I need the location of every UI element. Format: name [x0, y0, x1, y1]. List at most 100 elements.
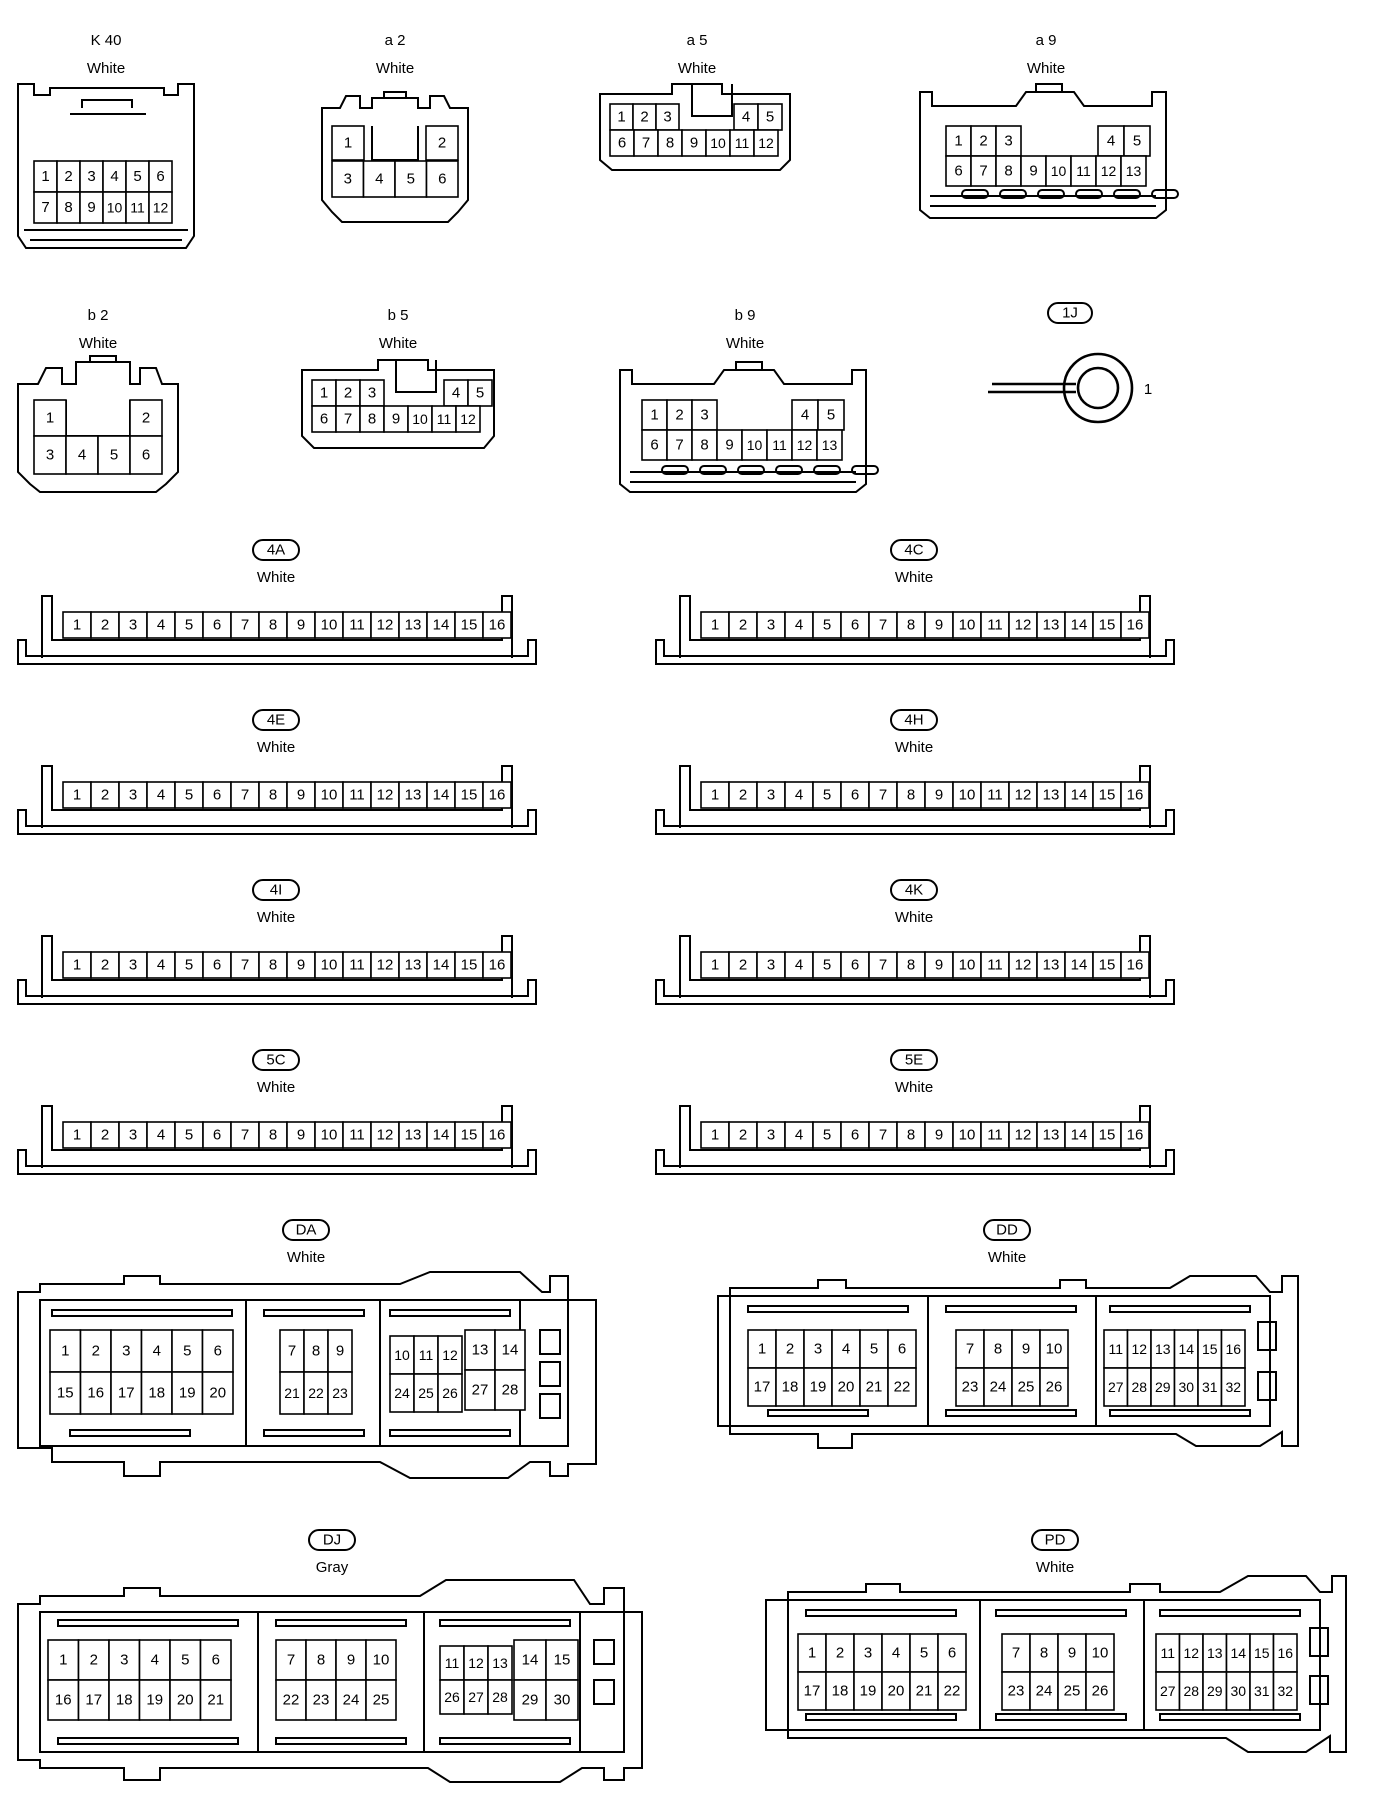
connector-latch [70, 99, 146, 115]
pin-number: 12 [377, 957, 394, 974]
connector-badge [252, 1049, 300, 1071]
pin-number: 2 [979, 133, 987, 150]
pin-cell [784, 951, 814, 979]
pin-cell [513, 1639, 547, 1681]
pin-number: 2 [101, 957, 109, 974]
pin-cell [791, 429, 818, 461]
pin-number: 3 [120, 1652, 128, 1669]
pin-number: 13 [1043, 617, 1060, 634]
pin-number: 8 [269, 957, 277, 974]
pin-number: 15 [1099, 617, 1116, 634]
pin-number: 2 [739, 787, 747, 804]
pin-number: 5 [827, 407, 835, 424]
pin-number: 11 [987, 617, 1003, 634]
pin-cell [303, 1371, 329, 1415]
pin-number: 6 [954, 163, 962, 180]
pin-cell [513, 1679, 547, 1721]
connector-code: DJ [323, 1532, 341, 1549]
pin-number: 27 [472, 1382, 489, 1399]
pin-number: 11 [987, 787, 1003, 804]
latch-slot [775, 465, 803, 475]
pin-number: 3 [129, 957, 137, 974]
pin-number: 4 [151, 1652, 159, 1669]
pin-number: 1 [73, 1127, 81, 1144]
pin-number: 19 [810, 1379, 827, 1396]
pin-number: 11 [130, 200, 145, 216]
pin-number: 6 [618, 135, 626, 152]
pin-number: 4 [157, 617, 165, 634]
pin-number: 5 [823, 957, 831, 974]
pin-cell [426, 1121, 456, 1149]
pin-cell [138, 1679, 171, 1721]
pin-cell [1057, 1633, 1087, 1673]
pin-number: 7 [344, 411, 352, 428]
pin-cell [952, 1121, 982, 1149]
pin-number: 8 [907, 1127, 915, 1144]
pin-cell [868, 611, 898, 639]
pin-number: 9 [725, 437, 733, 454]
pin-cell [1064, 611, 1094, 639]
pin-number: 6 [898, 1341, 906, 1358]
connector-badge [1047, 302, 1093, 324]
pin-number: 9 [1022, 1341, 1030, 1358]
connector-color: White [257, 1079, 295, 1096]
connector-code: 4I [270, 882, 283, 899]
pin-number: 27 [1108, 1379, 1124, 1395]
pin-number: 7 [675, 437, 683, 454]
connector-badge [890, 1049, 938, 1071]
pin-number: 1 [808, 1645, 816, 1662]
pin-cell [791, 399, 819, 431]
pin-cell [1008, 611, 1038, 639]
pin-grid: 1 [33, 399, 67, 437]
pin-number: 19 [179, 1385, 196, 1402]
pin-number: 8 [269, 787, 277, 804]
connector-housing [919, 91, 1167, 219]
pin-cell [454, 951, 484, 979]
pin-number: 4 [795, 1127, 803, 1144]
latch-slots [961, 189, 1179, 199]
pin-cell [335, 1679, 367, 1721]
pin-cell [464, 1369, 496, 1411]
connector-badge [890, 539, 938, 561]
pin-cell [840, 951, 870, 979]
pin-number: 21 [284, 1385, 300, 1401]
pin-number: 9 [297, 617, 305, 634]
pin-number: 19 [146, 1692, 163, 1709]
pin-cell [47, 1639, 80, 1681]
pin-number: 14 [1071, 787, 1088, 804]
pin-number: 6 [142, 447, 150, 464]
pin-cell [756, 611, 786, 639]
pin-cell [90, 781, 120, 809]
pin-cell [202, 1121, 232, 1149]
pin-number: 2 [739, 617, 747, 634]
pin-number: 11 [987, 1127, 1003, 1144]
pin-number: 7 [966, 1341, 974, 1358]
pin-number: 3 [767, 957, 775, 974]
pin-number: 16 [1127, 957, 1144, 974]
pin-number: 14 [1071, 617, 1088, 634]
pin-cell [413, 1335, 439, 1375]
pin-cell [305, 1639, 337, 1681]
pin-cell [1036, 951, 1066, 979]
pin-number: 12 [1015, 1127, 1032, 1144]
pin-number: 10 [321, 1127, 338, 1144]
pin-number: 10 [321, 617, 338, 634]
pin-number: 22 [283, 1692, 300, 1709]
pin-number: 11 [1160, 1645, 1175, 1661]
pin-number: 18 [782, 1379, 799, 1396]
pin-number: 26 [442, 1385, 458, 1401]
pin-cell [952, 781, 982, 809]
pin-number: 10 [373, 1652, 390, 1669]
pin-number: 2 [101, 1127, 109, 1144]
pin-number: 5 [181, 1652, 189, 1669]
connector-housing [17, 639, 537, 665]
pin-number: 24 [1036, 1683, 1053, 1700]
pin-number: 17 [754, 1379, 771, 1396]
pin-cell [425, 125, 459, 161]
pin-number: 14 [1178, 1341, 1194, 1357]
